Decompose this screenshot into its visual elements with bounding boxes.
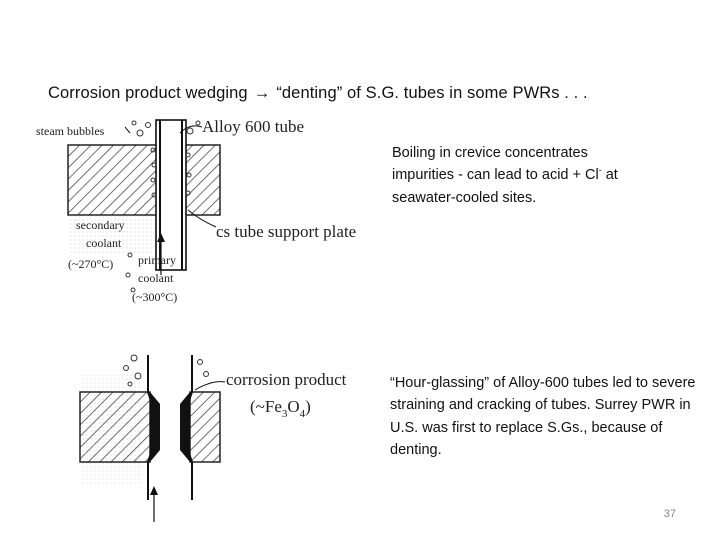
tube-support-diagram: steam bubbles Alloy 600 tube cs tube sup… <box>36 117 356 304</box>
support-plate-right-2 <box>189 391 221 463</box>
bubbles-2 <box>123 354 209 387</box>
dented-tube <box>147 355 193 500</box>
boiling-note-line2: impurities - can lead to acid + Cl- at <box>392 165 618 184</box>
page-number: 37 <box>663 508 676 520</box>
secondary-label: secondary <box>76 218 125 232</box>
primary-coolant-label: coolant <box>138 271 174 285</box>
up-arrow-icon <box>157 233 165 242</box>
fe3o4-formula: (~Fe3O4) <box>250 397 311 420</box>
primary-label: primary <box>138 253 176 267</box>
hourglass-note: “Hour-glassing” of Alloy-600 tubes led t… <box>390 375 696 459</box>
support-plate-label: cs tube support plate <box>216 222 356 241</box>
up-arrow-icon-2 <box>150 486 158 495</box>
title-after: “denting” of S.G. tubes in some PWRs . .… <box>276 84 588 102</box>
right-arrow-icon: → <box>253 84 271 102</box>
support-plate-left <box>67 144 161 216</box>
slide-title: Corrosion product wedging → “denting” of S… <box>48 84 708 103</box>
boiling-note-line3: seawater-cooled sites. <box>392 189 537 206</box>
support-plate-right <box>181 144 221 216</box>
steam-bubbles-label: steam bubbles <box>36 124 105 138</box>
corrosion-product-label: corrosion product <box>226 370 347 389</box>
boiling-note-line1: Boiling in crevice concentrates <box>392 145 588 161</box>
boiling-note: Boiling in crevice concentrates impuriti… <box>392 142 692 209</box>
alloy-tube-label: Alloy 600 tube <box>202 117 304 136</box>
primary-temp-label: (~300°C) <box>132 290 177 304</box>
denting-diagram: corrosion product (~Fe3O4) <box>79 354 347 522</box>
secondary-temp-label: (~270°C) <box>68 257 113 271</box>
coolant-label: coolant <box>86 236 122 250</box>
title-before: Corrosion product wedging <box>48 84 248 102</box>
crevice-bubbles <box>125 120 201 293</box>
support-plate-left-2 <box>79 391 151 463</box>
